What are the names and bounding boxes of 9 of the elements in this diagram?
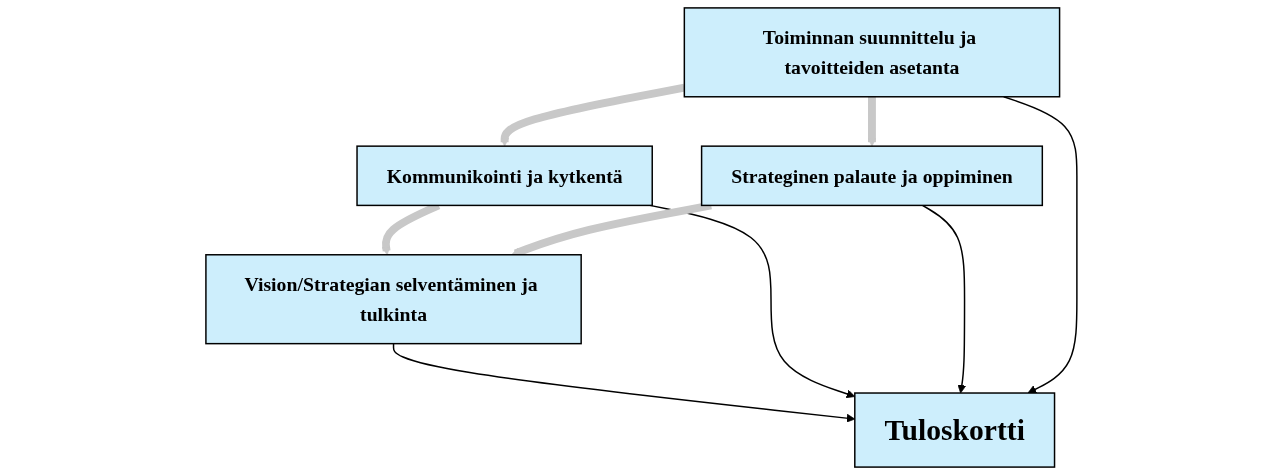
arrow (392, 342, 855, 423)
node-box: Strateginen palaute ja oppiminen (700, 145, 1043, 207)
node-box: Toiminnan suunnittelu ja tavoitteiden asetanta (683, 7, 1060, 98)
node-box: Tuloskortti (853, 392, 1055, 468)
arrow (867, 96, 876, 147)
arrow (499, 83, 685, 147)
node-box: Kommunikointi ja kytkentä (355, 145, 653, 207)
node-box: Vision/Strategian selventäminen ja tulkinta (204, 254, 582, 345)
arrow (921, 204, 966, 394)
